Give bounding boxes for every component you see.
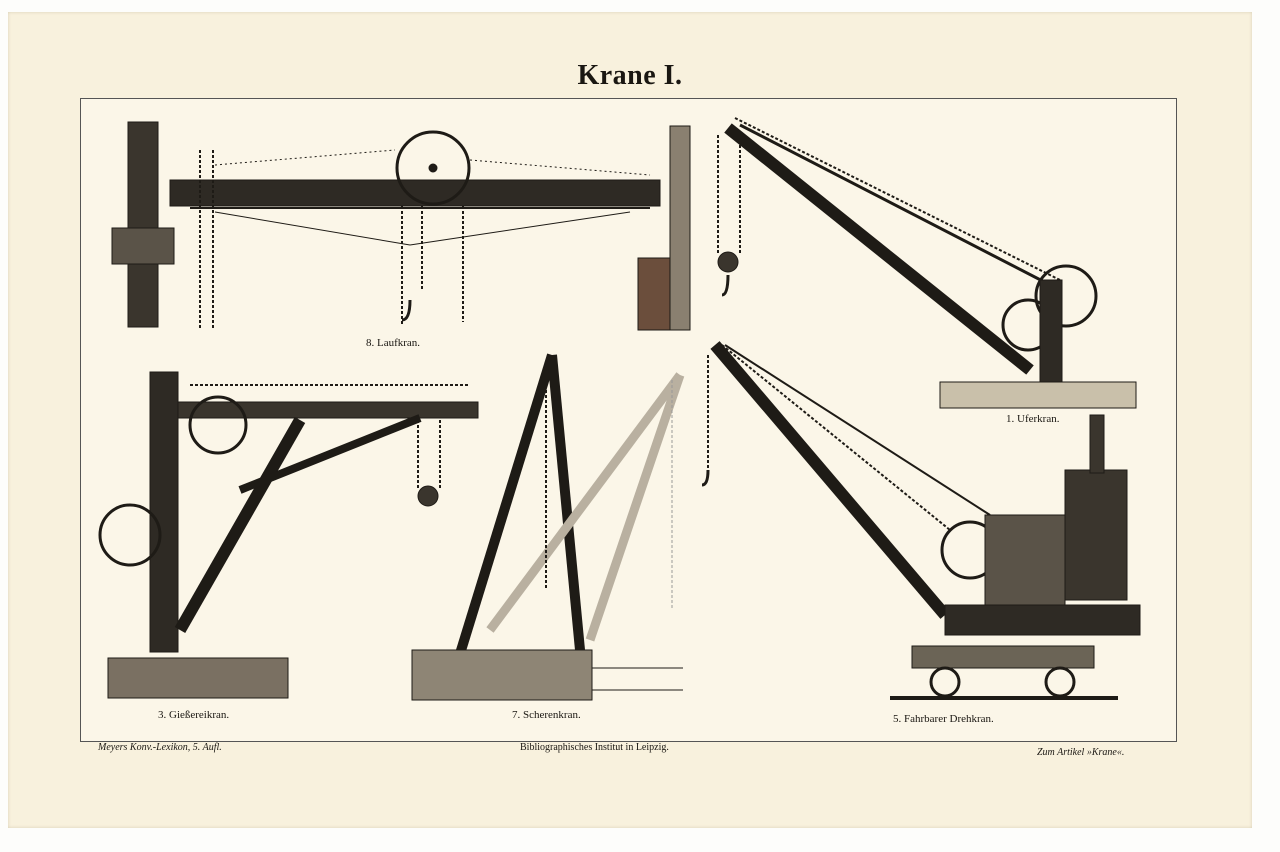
caption-scherenkran: 7. Scherenkran. <box>512 709 581 721</box>
caption-fahrbarer-drehkran: 5. Fahrbarer Drehkran. <box>893 713 994 725</box>
footer-article-ref: Zum Artikel »Krane«. <box>1037 747 1125 758</box>
caption-laufkran: 8. Laufkran. <box>366 337 421 349</box>
figure-laufkran <box>111 121 691 331</box>
plate-title: Krane I. <box>577 60 683 91</box>
figure-uferkran <box>717 117 1137 409</box>
caption-uferkran: 1. Uferkran. <box>1006 413 1060 425</box>
figure-fahrbarer-drehkran <box>701 341 1141 700</box>
figure-scherenkran <box>411 353 685 701</box>
caption-giessereikran: 3. Gießereikran. <box>158 709 230 721</box>
figure-giessereikran <box>98 371 479 699</box>
footer-publisher: Bibliographisches Institut in Leipzig. <box>520 742 669 753</box>
footer-publication: Meyers Konv.-Lexikon, 5. Aufl. <box>98 742 222 753</box>
